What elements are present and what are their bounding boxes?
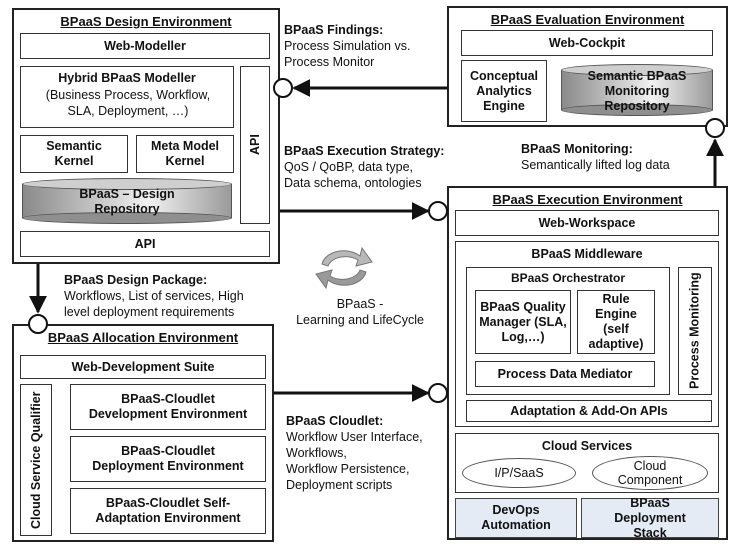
findings-line-2: Process Monitor [284,55,375,69]
cloudlet-connector [428,383,448,403]
design-environment-title: BPaaS Design Environment [60,14,232,29]
design-repository: BPaaS – Design Repository [22,178,232,224]
cloudlet-development-environment: BPaaS-Cloudlet Development Environment [70,384,266,430]
middleware-title: BPaaS Middleware [531,247,643,261]
cloudlet-deployment-environment: BPaaS-Cloudlet Deployment Environment [70,436,266,482]
cloudlet-self-adaptation-environment: BPaaS-Cloudlet Self-Adaptation Environme… [70,488,266,534]
ipsaas-ellipse: I/P/SaaS [462,458,576,488]
cloudlet-line-4: Deployment scripts [286,478,393,492]
devops-automation: DevOps Automation [455,498,577,538]
api-bottom: API [20,231,270,257]
cloudlet-line-1: Workflow User Interface, [286,430,423,444]
package-connector [28,314,48,334]
execution-environment: BPaaS Execution Environment Web-Workspac… [447,186,728,540]
deployment-stack: BPaaS Deployment Stack [581,496,719,540]
evaluation-environment-title: BPaaS Evaluation Environment [490,12,685,27]
strategy-connector [428,201,448,221]
cloudlet-note: BPaaS Cloudlet: Workflow User Interface,… [286,413,446,493]
strategy-note: BPaaS Execution Strategy: QoS / QoBP, da… [284,143,454,191]
process-data-mediator: Process Data Mediator [475,361,655,387]
middleware: BPaaS Middleware BPaaS Orchestrator BPaa… [455,241,719,427]
findings-heading: BPaaS Findings: [284,23,384,37]
monitoring-line-1: Semantically lifted log data [521,158,670,172]
cloud-component-ellipse: Cloud Component [592,456,708,490]
monitoring-repository-label: Semantic BPaaS Monitoring Repository [587,68,687,113]
strategy-line-1: QoS / QoBP, data type, [284,160,414,174]
allocation-environment-title: BPaaS Allocation Environment [47,330,239,345]
strategy-heading: BPaaS Execution Strategy: [284,144,445,158]
monitoring-connector [705,118,725,138]
cloud-services-title: Cloud Services [541,439,633,453]
orchestrator-title: BPaaS Orchestrator [510,271,626,285]
cloudlet-line-3: Workflow Persistence, [286,462,410,476]
design-repository-label: BPaaS – Design Repository [79,187,175,216]
package-line-1: Workflows, List of services, High [64,289,244,303]
hybrid-modeller-subtitle: (Business Process, Workflow, SLA, Deploy… [45,88,211,118]
findings-connector [273,78,293,98]
quality-manager: BPaaS Quality Manager (SLA, Log,…) [475,290,571,354]
web-modeller: Web-Modeller [20,33,270,59]
orchestrator: BPaaS Orchestrator BPaaS Quality Manager… [466,267,670,395]
monitoring-heading: BPaaS Monitoring: [521,142,633,156]
execution-environment-title: BPaaS Execution Environment [492,192,683,207]
rule-engine: Rule Engine (self adaptive) [577,290,655,354]
hybrid-modeller-title: Hybrid BPaaS Modeller [58,71,196,85]
web-workspace: Web-Workspace [455,210,719,236]
meta-model-kernel: Meta Model Kernel [136,135,234,173]
strategy-line-2: Data schema, ontologies [284,176,422,190]
cloudlet-line-2: Workflows, [286,446,347,460]
lifecycle-cycle-icon [315,246,373,290]
monitoring-repository: Semantic BPaaS Monitoring Repository [561,64,713,116]
cloud-services: Cloud Services I/P/SaaS Cloud Component [455,433,719,493]
findings-note: BPaaS Findings: Process Simulation vs. P… [284,22,444,70]
web-development-suite: Web-Development Suite [20,355,266,379]
hybrid-modeller: Hybrid BPaaS Modeller (Business Process,… [20,66,234,128]
findings-line-1: Process Simulation vs. [284,39,411,53]
evaluation-environment: BPaaS Evaluation Environment Web-Cockpit… [447,6,728,127]
design-environment: BPaaS Design Environment Web-Modeller Hy… [12,8,280,264]
web-cockpit: Web-Cockpit [461,30,713,56]
conceptual-analytics-engine: Conceptual Analytics Engine [461,60,547,122]
adaptation-apis: Adaptation & Add-On APIs [466,400,712,422]
lifecycle-note: BPaaS - Learning and LifeCycle [290,296,430,328]
semantic-kernel: Semantic Kernel [20,135,128,173]
package-line-2: level deployment requirements [64,305,235,319]
lifecycle-line-1: BPaaS - [336,297,384,311]
monitoring-note: BPaaS Monitoring: Semantically lifted lo… [521,141,701,173]
package-note: BPaaS Design Package: Workflows, List of… [64,272,274,320]
lifecycle-line-2: Learning and LifeCycle [296,313,424,327]
package-heading: BPaaS Design Package: [64,273,208,287]
cloudlet-heading: BPaaS Cloudlet: [286,414,384,428]
allocation-environment: BPaaS Allocation Environment Web-Develop… [12,324,274,542]
